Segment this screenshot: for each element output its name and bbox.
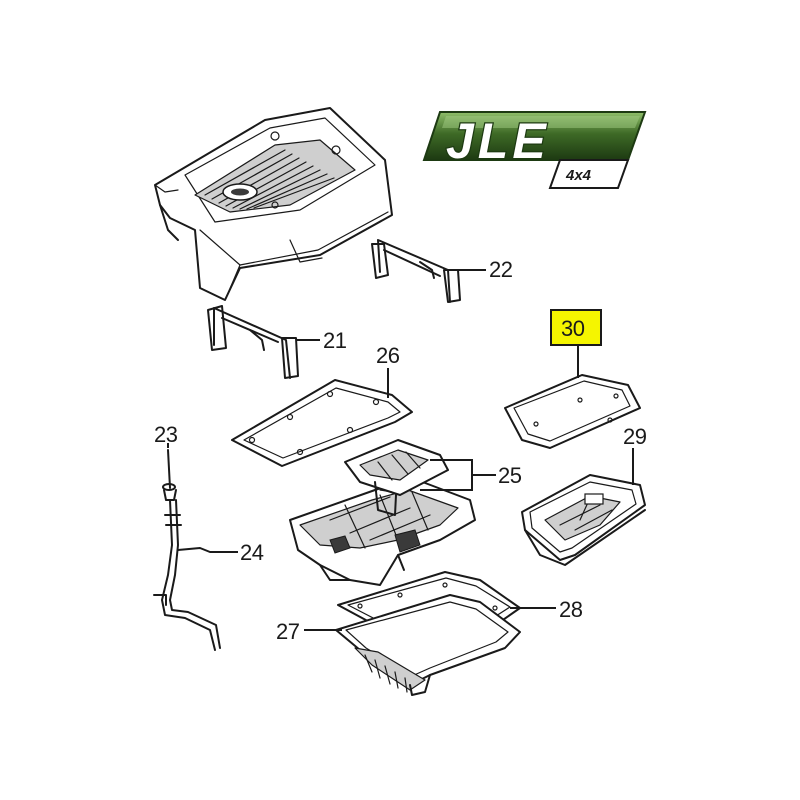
callout-26: 26 — [376, 343, 400, 368]
part-30-gasket — [504, 374, 641, 449]
brand-logo: JLE 4x4 — [422, 111, 647, 189]
callout-28: 28 — [559, 597, 583, 622]
logo-brand-text: JLE — [446, 113, 550, 169]
engine-cover — [154, 107, 393, 301]
callout-23: 23 — [154, 422, 178, 447]
callout-29: 29 — [623, 424, 647, 449]
part-22-bracket — [371, 239, 461, 303]
part-23-24-dipstick — [153, 449, 221, 651]
callout-30: 30 — [561, 316, 585, 341]
part-27-lower-oil-pan — [335, 594, 521, 696]
part-25-upper-oil-pan — [289, 439, 476, 586]
part-21-bracket — [207, 305, 299, 379]
callout-25: 25 — [498, 463, 522, 488]
callout-24: 24 — [240, 540, 264, 565]
callout-27: 27 — [276, 619, 300, 644]
callout-30-highlight-box — [550, 309, 602, 346]
part-29-transmission-pan — [521, 474, 646, 566]
part-26-gasket — [231, 379, 413, 467]
logo-subtitle-text: 4x4 — [565, 167, 592, 184]
callout-21: 21 — [323, 328, 347, 353]
callout-22: 22 — [489, 257, 513, 282]
